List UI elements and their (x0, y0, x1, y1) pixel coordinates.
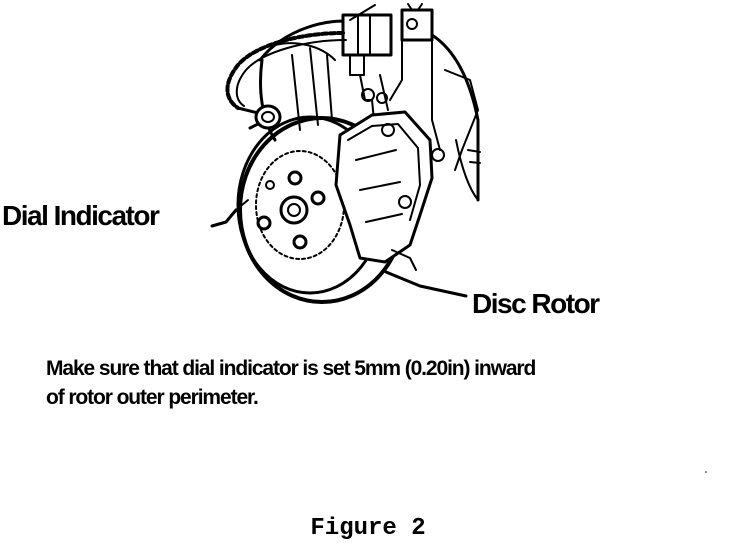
suspension-assembly (258, 19, 481, 202)
dial-indicator (248, 104, 282, 130)
disc-rotor-label: Disc Rotor (472, 288, 600, 319)
disc-rotor-leader-line (384, 270, 468, 298)
dial-indicator-leader-line (210, 208, 238, 228)
instruction-line-2: of rotor outer perimeter. (46, 386, 259, 409)
scan-speck (705, 471, 707, 473)
figure-caption: Figure 2 (310, 515, 426, 542)
instruction-line-1: Make sure that dial indicator is set 5mm… (46, 357, 536, 380)
instruction-note: Make sure that dial indicator is set 5mm… (46, 354, 736, 412)
dial-indicator-label: Dial Indicator (2, 200, 160, 231)
dial-indicator-mount (341, 3, 445, 162)
brake-caliper (334, 110, 434, 271)
